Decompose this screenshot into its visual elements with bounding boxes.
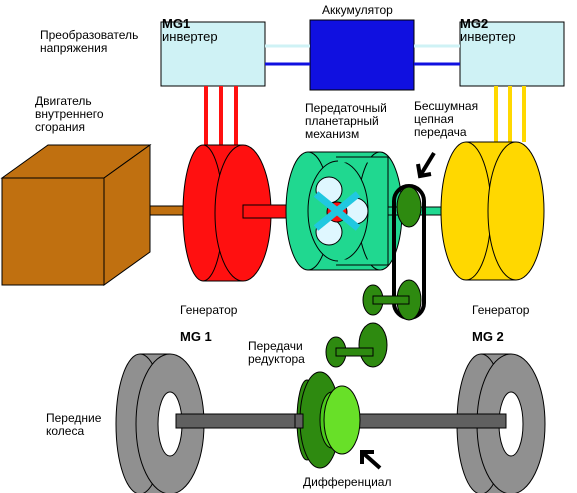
- planetary-carrier-frame: [338, 157, 388, 265]
- gen2-word: Генератор: [472, 303, 530, 317]
- mg2-inverter-name: MG2: [460, 16, 489, 31]
- reducer-shaft-lower: [335, 347, 374, 357]
- battery-label: Аккумулятор: [322, 3, 393, 17]
- engine-shaft: [149, 205, 186, 216]
- gen2-name: MG 2: [472, 329, 504, 344]
- reducer-label: Передачи редуктора: [248, 339, 305, 366]
- mg1-shaft: [242, 204, 294, 219]
- engine-block: [0, 144, 152, 286]
- inverter-battery-link: [265, 44, 310, 66]
- mg1-generator: [182, 144, 272, 282]
- engine-label: Двигатель внутреннего сгорания: [35, 94, 104, 134]
- chain-label: Бесшумная цепная передача: [414, 99, 479, 139]
- chain-arrow-icon: [416, 151, 436, 179]
- mg1-inverter-word: инвертер: [162, 29, 218, 44]
- mg2-generator: [440, 141, 545, 281]
- battery-box: [309, 19, 415, 91]
- gen1-name: MG 1: [180, 329, 212, 344]
- mg2-inverter-box: [459, 21, 565, 87]
- gen1-label: Генератор MG 1: [180, 291, 237, 356]
- reducer-gear-large: [358, 322, 388, 368]
- reducer-shaft-upper: [372, 295, 410, 305]
- mg1-inverter-label: MG1 инвертер: [162, 4, 218, 43]
- left-wheel: [115, 353, 205, 493]
- mg1-cables: [204, 86, 238, 145]
- chain-drive-sprocket: [396, 186, 422, 228]
- differential-arrow-icon: [360, 450, 382, 470]
- converter-label: Преобразователь напряжения: [40, 28, 139, 55]
- battery-inverter2-link: [414, 44, 460, 66]
- differential: [294, 371, 361, 469]
- mg2-inverter-word: инвертер: [460, 29, 516, 44]
- gen1-word: Генератор: [180, 303, 238, 317]
- mg2-cables: [494, 86, 526, 142]
- wheels-label: Передние колеса: [46, 411, 102, 438]
- planetary-label: Передаточный планетарный механизм: [305, 101, 387, 141]
- planetary-gear: [285, 151, 403, 271]
- mg1-inverter-box: [160, 21, 266, 87]
- mg1-inverter-name: MG1: [162, 16, 191, 31]
- gen2-label: Генератор MG 2: [472, 291, 529, 356]
- mg2-inverter-label: MG2 инвертер: [460, 4, 516, 43]
- differential-label: Дифференциал: [303, 475, 392, 489]
